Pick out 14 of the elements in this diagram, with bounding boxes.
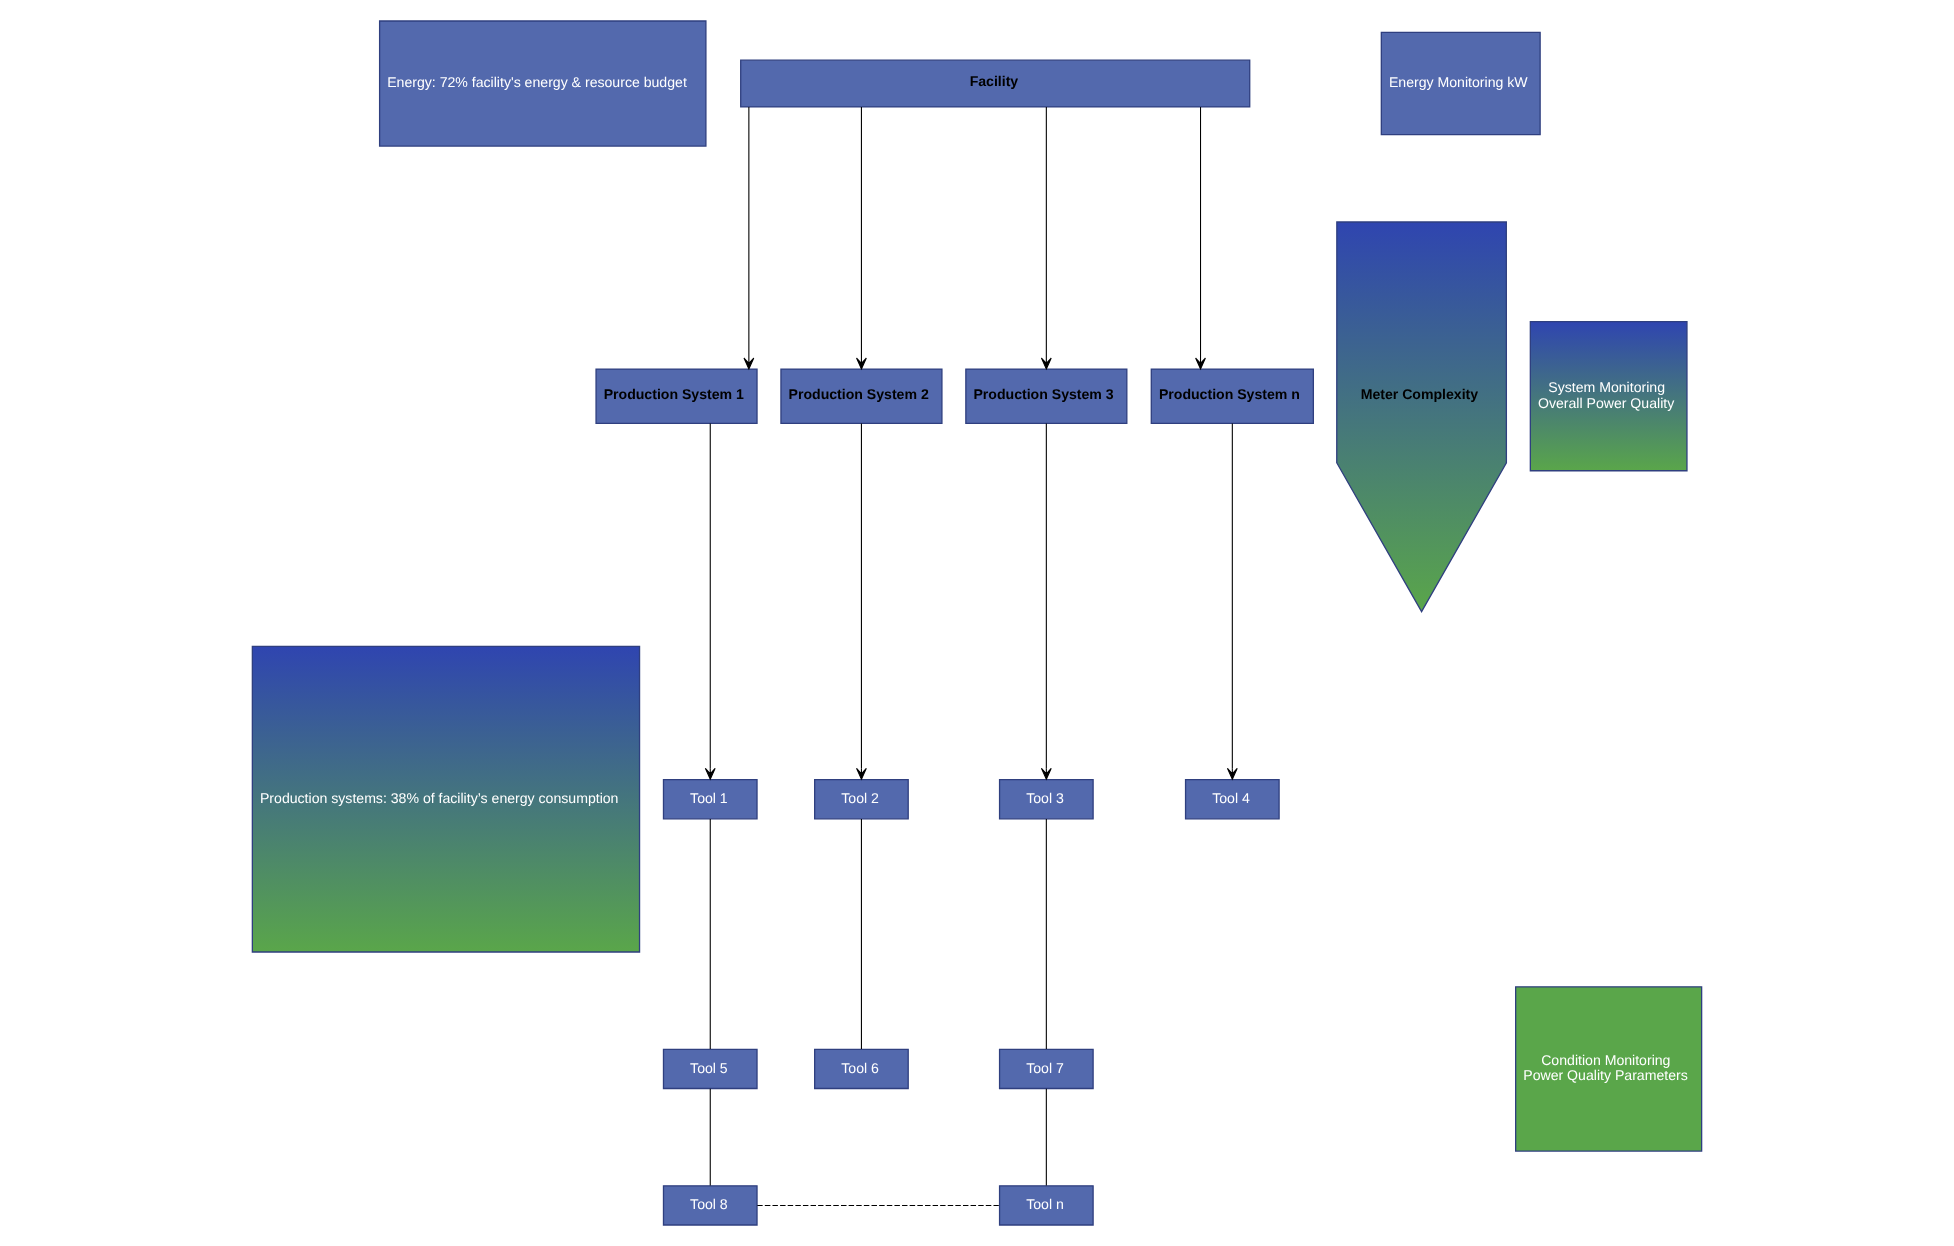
arrow [1195,106,1206,370]
arrow [856,423,867,780]
arrow [856,106,867,370]
connector [709,1088,711,1187]
connector [756,1204,1000,1206]
connector [1045,1088,1047,1187]
arrow [1040,106,1052,370]
connector [1045,818,1047,1050]
connector [860,818,862,1050]
arrow [743,106,755,370]
connector [709,818,711,1050]
arrow [704,423,716,780]
arrow [1040,423,1052,780]
arrow [1226,423,1238,780]
